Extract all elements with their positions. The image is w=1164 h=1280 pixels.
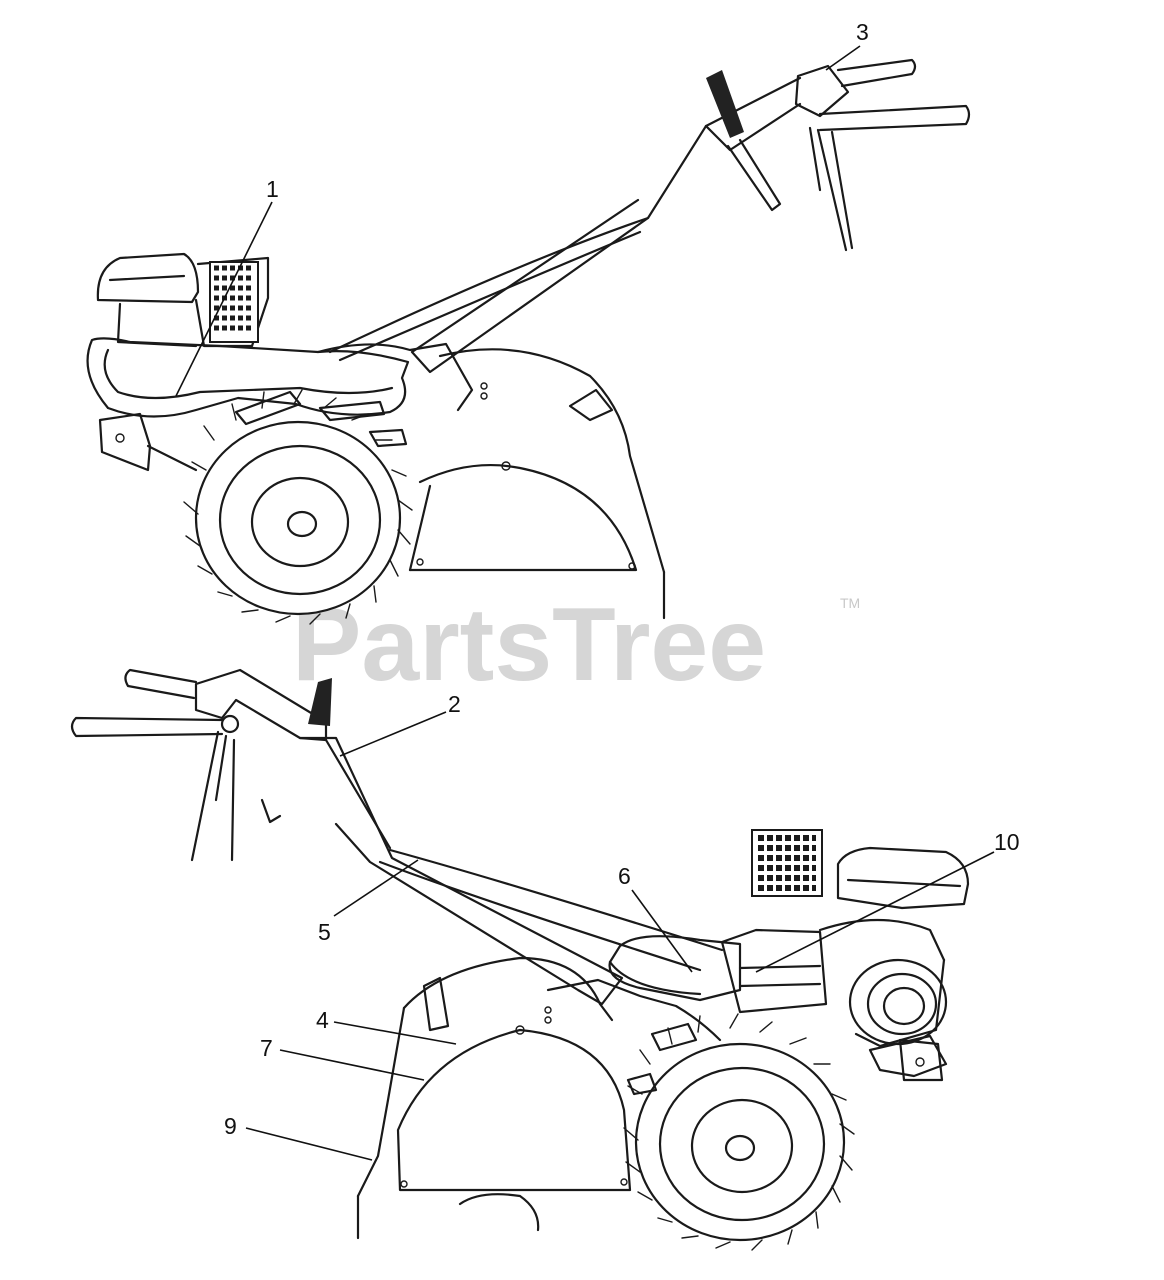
callout-6[interactable]: 6 — [618, 863, 693, 973]
adjust-knob-top — [706, 70, 744, 138]
callout-3[interactable]: 3 — [825, 19, 869, 71]
callout-7[interactable]: 7 — [260, 1035, 425, 1081]
wheel-top — [183, 389, 413, 625]
watermark-text: PartsTree — [292, 587, 766, 703]
callout-number: 6 — [618, 863, 631, 889]
leader-line — [333, 1021, 457, 1045]
callout-number: 1 — [266, 176, 279, 202]
callout-number: 4 — [316, 1007, 329, 1033]
handlebar-bottom — [298, 736, 724, 1006]
callout-1[interactable]: 1 — [175, 176, 279, 397]
adjust-knob-bottom — [308, 678, 332, 726]
watermark-tm: TM — [840, 595, 860, 611]
callout-number: 9 — [224, 1113, 237, 1139]
air-intake-grille-bottom — [751, 829, 823, 897]
callout-number: 3 — [856, 19, 869, 45]
air-intake-grille-top — [209, 261, 259, 343]
handlebar-top — [328, 76, 802, 374]
engine-top — [96, 252, 270, 348]
callout-10[interactable]: 10 — [755, 829, 1020, 973]
leader-line — [755, 851, 995, 973]
engine-bottom — [720, 829, 970, 1078]
handle-grips-bottom — [70, 668, 328, 862]
leader-line — [339, 711, 447, 757]
leader-line — [279, 1049, 425, 1081]
leader-line — [631, 889, 693, 973]
callout-number: 5 — [318, 919, 331, 945]
callout-9[interactable]: 9 — [224, 1113, 373, 1161]
leader-line — [333, 859, 419, 917]
watermark: PartsTree TM — [292, 587, 860, 703]
tine-shield-top — [408, 348, 666, 620]
fender-top — [86, 337, 474, 418]
callout-5[interactable]: 5 — [318, 859, 419, 945]
hitch-bracket-top — [98, 412, 198, 472]
callout-4[interactable]: 4 — [316, 1007, 457, 1045]
leader-line — [825, 45, 861, 71]
callout-number: 10 — [994, 829, 1020, 855]
tiller-top-view — [86, 58, 971, 625]
hitch-bracket-bottom — [898, 1038, 944, 1082]
leader-line — [245, 1127, 373, 1161]
wheel-bottom — [623, 1013, 855, 1251]
callout-number: 7 — [260, 1035, 273, 1061]
leader-line — [175, 201, 273, 397]
tread-cleats-top — [234, 390, 408, 448]
tiller-bottom-view — [70, 668, 970, 1251]
tine-shield-bottom — [356, 956, 632, 1240]
callout-number: 2 — [448, 691, 461, 717]
handle-grips-top — [794, 58, 971, 252]
callout-2[interactable]: 2 — [339, 691, 461, 757]
